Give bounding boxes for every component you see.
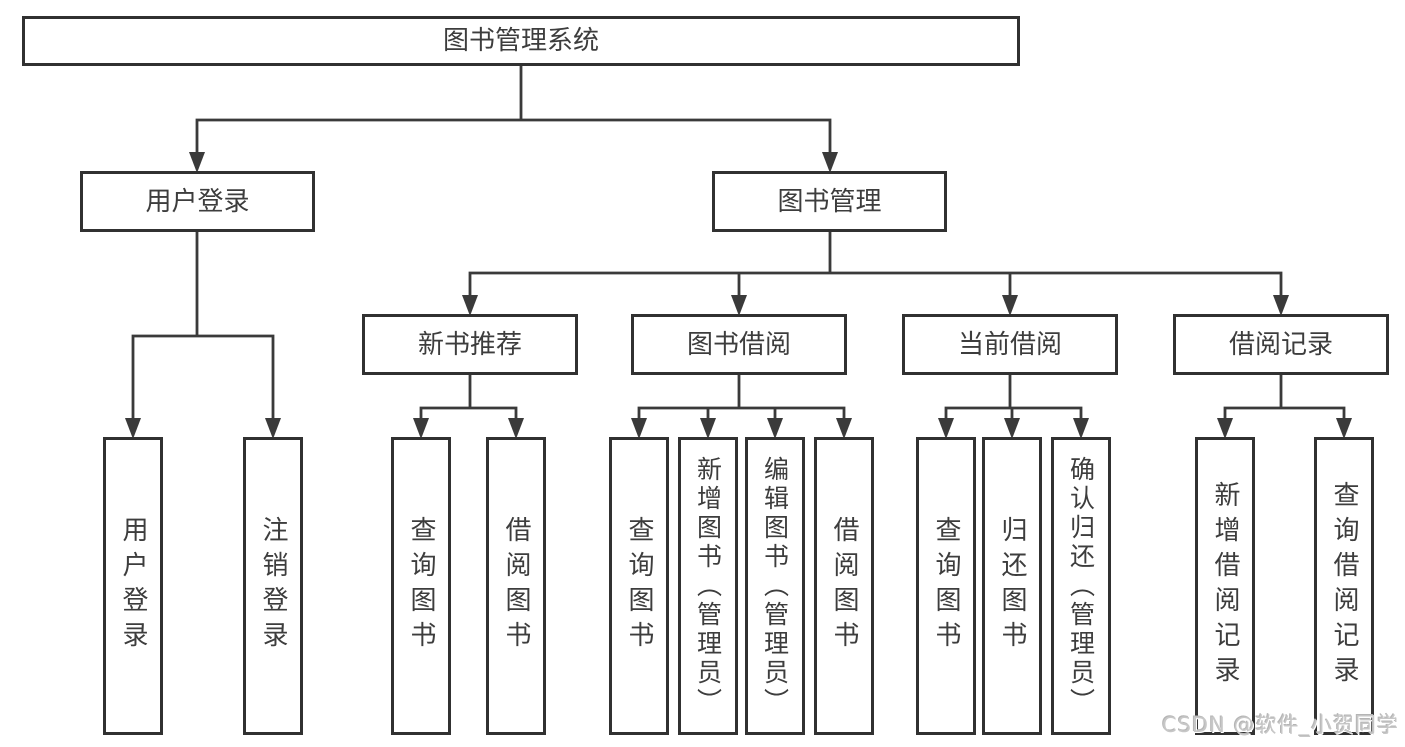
leaf-recommend-borrow-books: 借阅图书 — [486, 437, 546, 735]
leaf-recommend-query-books: 查询图书 — [391, 437, 451, 735]
node-root: 图书管理系统 — [22, 16, 1020, 66]
connector-book-mgmt-children — [468, 230, 1283, 304]
node-new-book-recommend: 新书推荐 — [362, 314, 578, 375]
connector-current-borrow-children — [944, 373, 1083, 427]
node-root-label: 图书管理系统 — [442, 26, 599, 56]
leaf-current-query-books: 查询图书 — [916, 437, 976, 735]
node-book-management-label: 图书管理 — [777, 186, 882, 217]
node-user-login-label: 用户登录 — [145, 186, 250, 217]
leaf-edit-book-admin: 编辑图书（管理员） — [745, 437, 805, 735]
leaf-query-borrow-record-label: 查询借阅记录 — [1329, 481, 1359, 691]
leaf-user-login: 用户登录 — [103, 437, 163, 735]
leaf-add-borrow-record-label: 新增借阅记录 — [1210, 481, 1240, 691]
leaf-confirm-return-admin: 确认归还（管理员） — [1051, 437, 1111, 735]
node-user-login: 用户登录 — [80, 171, 315, 232]
leaf-return-books: 归还图书 — [982, 437, 1042, 735]
connector-new-book-children — [419, 373, 518, 427]
leaf-add-book-admin-label: 新增图书（管理员） — [693, 455, 723, 717]
leaf-return-books-label: 归还图书 — [997, 516, 1027, 656]
leaf-logout: 注销登录 — [243, 437, 303, 735]
node-book-management: 图书管理 — [712, 171, 947, 232]
leaf-add-book-admin: 新增图书（管理员） — [678, 437, 738, 735]
leaf-logout-label: 注销登录 — [258, 516, 288, 656]
connector-root-to-level2 — [195, 64, 832, 160]
leaf-borrow-query-books-label: 查询图书 — [624, 516, 654, 656]
leaf-add-borrow-record: 新增借阅记录 — [1195, 437, 1255, 735]
arrowheads — [125, 152, 1352, 439]
leaf-borrow-borrow-books-label: 借阅图书 — [829, 516, 859, 656]
connector-borrow-records-children — [1223, 373, 1346, 427]
leaf-confirm-return-admin-label: 确认归还（管理员） — [1066, 455, 1096, 717]
leaf-recommend-query-books-label: 查询图书 — [406, 516, 436, 656]
node-current-borrow-label: 当前借阅 — [957, 329, 1062, 360]
node-borrow-records: 借阅记录 — [1173, 314, 1389, 375]
leaf-edit-book-admin-label: 编辑图书（管理员） — [760, 455, 790, 717]
node-new-book-recommend-label: 新书推荐 — [417, 329, 522, 360]
leaf-recommend-borrow-books-label: 借阅图书 — [501, 516, 531, 656]
leaf-current-query-books-label: 查询图书 — [931, 516, 961, 656]
node-book-borrow-label: 图书借阅 — [686, 329, 791, 360]
connector-user-login-children — [131, 230, 275, 426]
leaf-user-login-label: 用户登录 — [118, 516, 148, 656]
node-current-borrow: 当前借阅 — [902, 314, 1118, 375]
leaf-borrow-query-books: 查询图书 — [609, 437, 669, 735]
connector-book-borrow-children — [637, 373, 846, 427]
node-book-borrow: 图书借阅 — [631, 314, 847, 375]
leaf-query-borrow-record: 查询借阅记录 — [1314, 437, 1374, 735]
leaf-borrow-borrow-books: 借阅图书 — [814, 437, 874, 735]
node-borrow-records-label: 借阅记录 — [1228, 329, 1333, 360]
watermark-text: CSDN @软件_小贺同学 — [1161, 713, 1399, 737]
